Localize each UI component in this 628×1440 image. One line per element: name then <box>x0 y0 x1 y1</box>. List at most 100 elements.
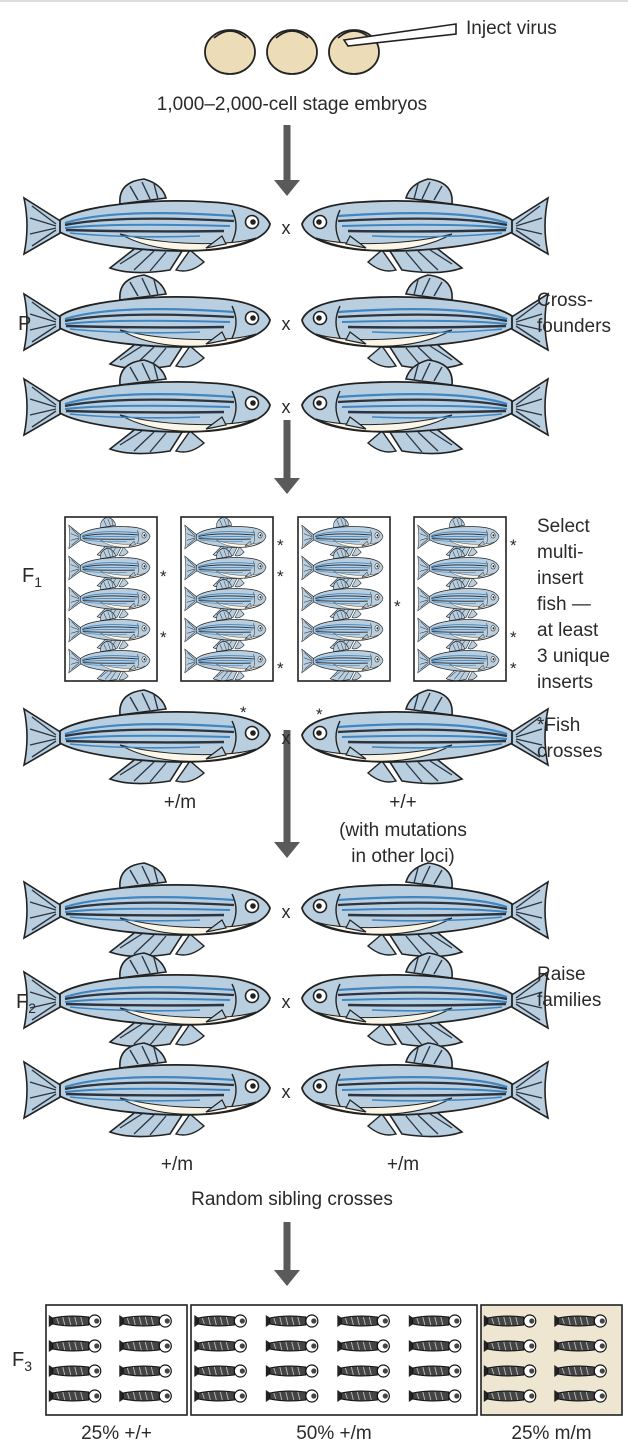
genotype-label: +/m <box>387 1154 419 1175</box>
note-line: 3 unique <box>537 646 610 667</box>
f2-cross-row: x <box>24 863 548 957</box>
zebrafish-adult <box>302 1043 548 1137</box>
zebrafish-adult <box>24 690 270 784</box>
larva <box>409 1365 461 1377</box>
note-line: insert <box>537 568 584 589</box>
zebrafish-adult <box>302 179 548 273</box>
larva <box>119 1340 171 1352</box>
larva <box>337 1365 389 1377</box>
cross-symbol: x <box>282 728 291 748</box>
fish-crosses-note-line: crosses <box>537 741 602 762</box>
larva <box>484 1365 536 1377</box>
cross-founders-note-line: founders <box>537 316 611 337</box>
selected-asterisk: * <box>510 659 517 678</box>
raise-families-note-line: Raise <box>537 964 586 985</box>
larva <box>49 1340 101 1352</box>
cross-founders-note-line: Cross- <box>537 290 593 311</box>
f3-outcome-panel <box>481 1305 622 1415</box>
f1-family-tank <box>181 517 273 681</box>
zebrafish-adult <box>302 863 548 957</box>
larva <box>266 1340 318 1352</box>
larva <box>119 1390 171 1402</box>
note-line: at least <box>537 620 599 641</box>
selected-asterisk: * <box>160 567 167 586</box>
zebrafish-adult <box>24 1043 270 1137</box>
fish-crosses-note-line: *Fish <box>537 715 580 736</box>
genotype-label: +/+ <box>389 792 416 813</box>
embryo-caption: 1,000–2,000-cell stage embryos <box>157 94 427 115</box>
selected-asterisk: * <box>510 628 517 647</box>
larva <box>337 1390 389 1402</box>
f3-outcome-panel <box>46 1305 187 1415</box>
selected-asterisk: * <box>277 659 284 678</box>
generation-label-p: P <box>18 313 31 335</box>
arrow-down <box>274 730 300 858</box>
cross-symbol: x <box>282 1082 291 1102</box>
f1-family-tank <box>298 517 390 681</box>
selected-asterisk: * <box>277 567 284 586</box>
genotype-label: +/m <box>164 792 196 813</box>
larva <box>409 1340 461 1352</box>
f3-outcome-panel <box>191 1305 477 1415</box>
selected-asterisk: * <box>510 536 517 555</box>
larva <box>554 1390 606 1402</box>
zebrafish-adult <box>24 360 270 454</box>
cross-symbol: x <box>282 397 291 417</box>
f3-outcome-label: 25% m/m <box>511 1423 591 1440</box>
zebrafish-adult <box>302 275 548 369</box>
generation-label-f3: F3 <box>12 1349 32 1374</box>
genotype-note-line: (with mutations <box>339 820 467 841</box>
larva <box>266 1365 318 1377</box>
f2-cross-row: x <box>24 953 548 1047</box>
larva <box>49 1315 101 1327</box>
larva <box>484 1340 536 1352</box>
embryo <box>267 30 317 74</box>
cross-symbol: x <box>282 902 291 922</box>
zebrafish-adult <box>24 863 270 957</box>
larva <box>484 1315 536 1327</box>
larva <box>337 1315 389 1327</box>
selected-asterisk: * <box>316 705 323 724</box>
zebrafish-adult <box>302 360 548 454</box>
genotype-label: +/m <box>161 1154 193 1175</box>
larva <box>337 1340 389 1352</box>
f1-family-tank <box>414 517 506 681</box>
selected-asterisk: * <box>394 597 401 616</box>
larva <box>484 1390 536 1402</box>
note-line: inserts <box>537 672 593 693</box>
sibling-cross-caption: Random sibling crosses <box>191 1189 393 1210</box>
inject-label: Inject virus <box>466 18 557 39</box>
note-line: Select <box>537 516 591 537</box>
larva <box>49 1365 101 1377</box>
select-multi-insert-note: Select multi- insert fish — at least 3 u… <box>537 516 610 693</box>
zebrafish-adult <box>24 953 270 1047</box>
larva <box>266 1390 318 1402</box>
larva <box>194 1340 246 1352</box>
arrow-down <box>274 1222 300 1286</box>
larva <box>266 1315 318 1327</box>
cross-symbol: x <box>282 992 291 1012</box>
f3-outcome-panels <box>46 1305 622 1415</box>
zebrafish-adult <box>24 179 270 273</box>
embryo <box>205 30 255 74</box>
raise-families-note-line: families <box>537 990 601 1011</box>
selected-asterisk: * <box>160 628 167 647</box>
larva <box>409 1315 461 1327</box>
note-line: fish — <box>537 594 591 615</box>
f3-outcome-label: 50% +/m <box>296 1423 372 1440</box>
larva <box>194 1390 246 1402</box>
f2-cross-row: x <box>24 1043 548 1137</box>
f1-family-tank <box>65 517 157 681</box>
cross-symbol: x <box>282 314 291 334</box>
zebrafish-adult <box>302 953 548 1047</box>
larva <box>554 1315 606 1327</box>
larva <box>119 1365 171 1377</box>
p-cross-row: x <box>24 275 548 369</box>
larva <box>194 1365 246 1377</box>
cross-symbol: x <box>282 218 291 238</box>
larva <box>119 1315 171 1327</box>
genotype-note-line: in other loci) <box>351 846 455 867</box>
generation-label-f1: F1 <box>22 565 42 590</box>
